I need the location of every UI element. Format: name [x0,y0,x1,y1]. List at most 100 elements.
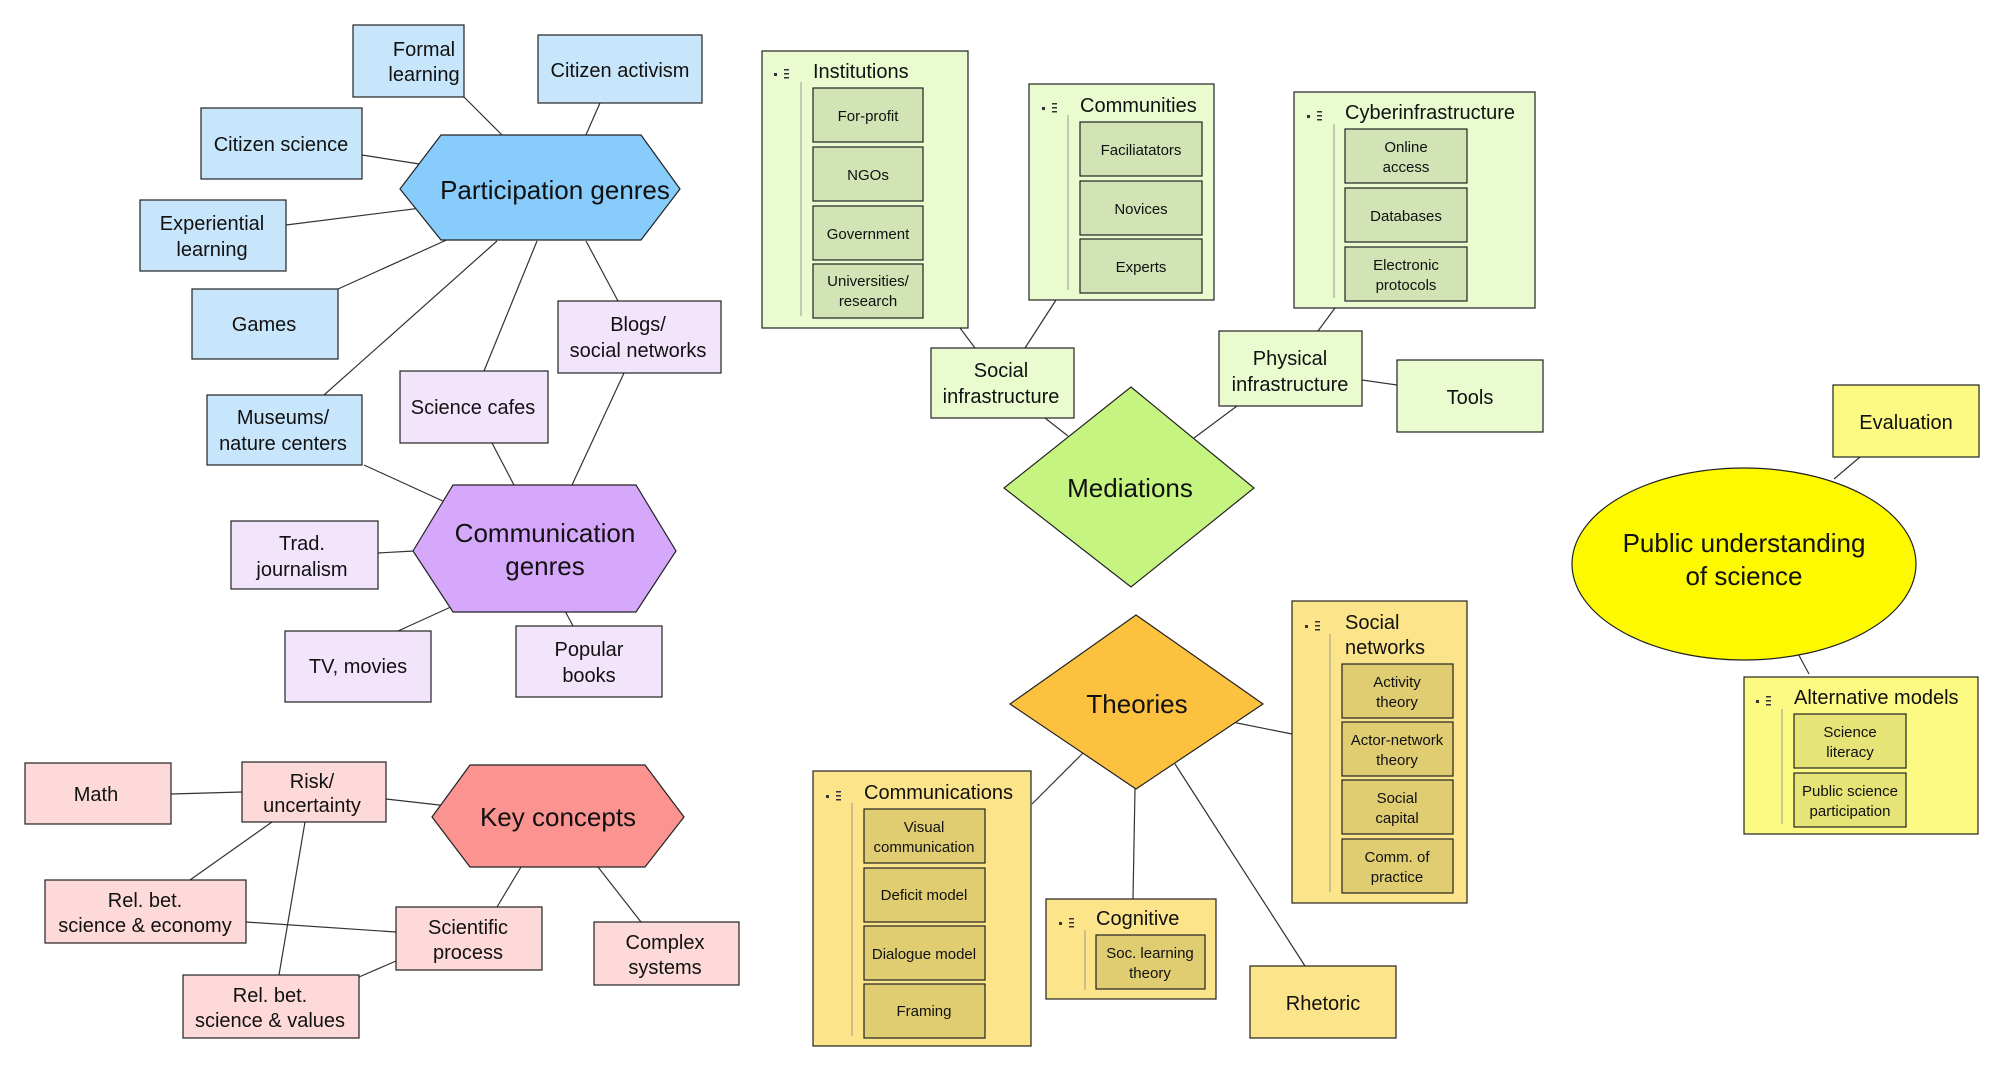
container-communities[interactable]: Communities Faciliatators Novices Expert… [1028,83,1215,301]
svg-text:Rel. bet.: Rel. bet. [108,890,182,912]
svg-text:books: books [562,665,615,687]
node-tv-movies[interactable]: TV, movies [284,630,432,703]
item-comm-of-practice[interactable]: Comm. of practice [1341,838,1454,894]
communication-genres-hub[interactable] [412,484,677,613]
container-social-networks[interactable]: Social networks Activity theory Actor-ne… [1291,600,1468,904]
node-scientific-process[interactable]: Scientific process [395,906,543,971]
svg-text:Scientific: Scientific [428,917,508,939]
communities-title: Communities [1080,95,1197,117]
container-institutions[interactable]: Institutions For-profit NGOs Government … [761,50,969,329]
svg-text:Public science: Public science [1802,783,1898,800]
edge-theories-communications [1031,752,1084,805]
container-cognitive[interactable]: Cognitive Soc. learning theory [1045,898,1217,1000]
item-framing[interactable]: Framing [863,983,986,1039]
svg-text:Databases: Databases [1370,208,1442,225]
item-government[interactable]: Government [812,205,924,261]
participation-cluster: Participation genres Formal learning Cit… [139,24,703,466]
node-rel-economy[interactable]: Rel. bet. science & economy [44,879,247,944]
svg-text:Novices: Novices [1114,201,1167,218]
item-online-access[interactable]: Online access [1344,128,1468,184]
node-evaluation[interactable]: Evaluation [1832,384,1980,458]
node-games[interactable]: Games [191,288,339,360]
edge-communication-cafes [491,442,515,486]
svg-text:Experts: Experts [1116,259,1167,276]
item-actor-network-theory[interactable]: Actor-network theory [1341,721,1454,777]
communications-title: Communications [864,782,1013,804]
theories-hub[interactable] [1008,614,1265,790]
item-dialogue-model[interactable]: Dialogue model [863,925,986,981]
node-physical-infrastructure[interactable]: Physical infrastructure [1218,330,1363,407]
node-citizen-science[interactable]: Citizen science [200,107,363,180]
svg-text:Framing: Framing [896,1003,951,1020]
participation-genres-hub[interactable] [399,134,681,241]
item-experts[interactable]: Experts [1079,238,1203,294]
node-risk[interactable]: Risk/ uncertainty [241,761,387,823]
item-universities[interactable]: Universities/ research [812,263,924,319]
container-alternative-models[interactable]: Alternative models Science literacy Publ… [1743,676,1979,835]
theories-cluster: Theories Social networks Activity theory… [812,600,1468,1047]
edge-physical-tools [1361,379,1398,386]
list-icon [774,69,789,79]
item-science-literacy[interactable]: Science literacy [1793,713,1907,769]
pus-cluster: Public understanding of science Evaluati… [1571,384,1980,835]
svg-text:Tools: Tools [1447,387,1494,409]
node-rhetoric[interactable]: Rhetoric [1249,965,1397,1039]
item-electronic-protocols[interactable]: Electronic protocols [1344,246,1468,302]
svg-text:theory: theory [1376,694,1418,711]
node-rel-values[interactable]: Rel. bet. science & values [182,974,360,1039]
key-concepts-hub[interactable] [431,764,685,868]
node-complex-systems[interactable]: Complex systems [593,921,740,986]
item-ngos[interactable]: NGOs [812,146,924,202]
svg-text:Electronic: Electronic [1373,257,1439,274]
node-formal-learning[interactable]: Formal learning [352,24,465,98]
edge-economy-process [245,921,397,933]
edge-social-communities [1024,299,1057,349]
item-databases[interactable]: Databases [1344,187,1468,243]
node-social-infrastructure[interactable]: Social infrastructure [930,347,1075,419]
list-icon [1059,918,1074,928]
item-public-science-participation[interactable]: Public science participation [1793,772,1907,828]
svg-text:process: process [433,942,503,964]
edge-participation-games [337,232,463,290]
edge-communication-blogs [571,372,625,486]
svg-text:uncertainty: uncertainty [263,795,361,817]
node-experiential-learning[interactable]: Experiential learning [139,199,287,272]
item-for-profit[interactable]: For-profit [812,87,924,143]
svg-text:Citizen activism: Citizen activism [551,60,690,82]
container-communications[interactable]: Communications Visual communication Defi… [812,770,1032,1047]
node-math[interactable]: Math [24,762,172,825]
item-facilitators[interactable]: Faciliatators [1079,121,1203,177]
item-visual-communication[interactable]: Visual communication [863,808,986,864]
node-citizen-activism[interactable]: Citizen activism [537,34,703,104]
svg-text:Physical: Physical [1253,348,1327,370]
node-popular-books[interactable]: Popular books [515,625,663,698]
svg-text:social networks: social networks [570,340,707,362]
node-science-cafes[interactable]: Science cafes [399,370,549,444]
item-deficit-model[interactable]: Deficit model [863,867,986,923]
key-concepts-cluster: Key concepts Math Risk/ uncertainty Rel.… [24,761,740,1039]
node-tools[interactable]: Tools [1396,359,1544,433]
svg-text:Social: Social [974,360,1028,382]
pus-hub[interactable] [1571,467,1917,661]
svg-text:Popular: Popular [555,639,624,661]
svg-text:research: research [839,293,897,310]
social-networks-title-1: Social [1345,612,1399,634]
mediations-hub[interactable] [1003,386,1255,588]
container-cyberinfrastructure[interactable]: Cyberinfrastructure Online access Databa… [1293,91,1536,309]
node-museums[interactable]: Museums/ nature centers [206,394,363,466]
item-novices[interactable]: Novices [1079,180,1203,236]
node-trad-journalism[interactable]: Trad. journalism [230,520,379,590]
communication-genres-label-1: Communication [455,518,636,548]
edge-physical-mediations [1193,405,1238,439]
item-social-capital[interactable]: Social capital [1341,779,1454,835]
node-blogs[interactable]: Blogs/ social networks [557,300,722,374]
list-icon [1305,621,1320,631]
svg-text:Deficit model: Deficit model [881,887,968,904]
institutions-title: Institutions [813,61,909,83]
svg-text:Science cafes: Science cafes [411,397,536,419]
item-soc-learning-theory[interactable]: Soc. learning theory [1095,934,1206,990]
svg-text:literacy: literacy [1826,744,1874,761]
edge-communication-museums [363,464,446,503]
item-activity-theory[interactable]: Activity theory [1341,663,1454,719]
